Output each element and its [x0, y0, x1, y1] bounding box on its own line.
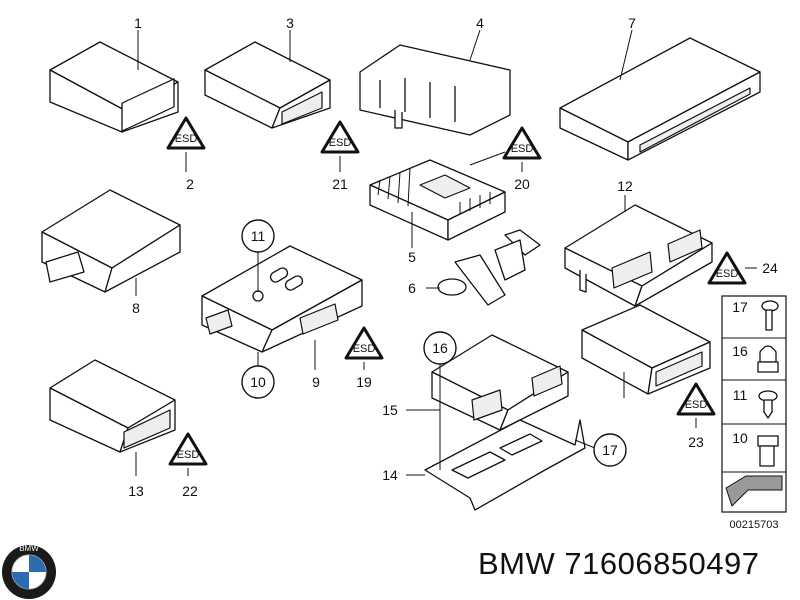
part-18-control-module [581, 304, 711, 398]
label-8: 8 [132, 300, 140, 316]
label-4: 4 [476, 15, 484, 31]
part-14-mounting-bracket [406, 360, 596, 511]
label-6: 6 [408, 280, 416, 296]
esd-icon: ESD [685, 399, 708, 411]
label-15: 15 [382, 402, 398, 418]
label-16-callout: 16 [432, 340, 448, 356]
warning-triangle-22: ESD [168, 432, 208, 476]
label-21: 21 [332, 176, 348, 192]
esd-icon: ESD [175, 133, 198, 145]
legend-item-10: 10 [732, 430, 748, 446]
callout-16 [423, 331, 457, 365]
bmw-logo: BMW [2, 544, 56, 599]
self-tapping-screw-icon [758, 390, 778, 419]
warning-triangle-19: ESD [344, 326, 384, 370]
label-12: 12 [617, 178, 633, 194]
label-14: 14 [382, 467, 398, 483]
label-13: 13 [128, 483, 144, 499]
esd-icon: ESD [177, 449, 200, 461]
bolt-icon [757, 435, 779, 467]
warning-triangle-23: ESD [676, 382, 716, 428]
part-7-body-module [559, 29, 761, 161]
part-12-control-module [564, 195, 713, 307]
part-3-control-module [204, 30, 331, 129]
legend-item-16: 16 [732, 343, 748, 359]
warning-triangle-21: ESD [320, 120, 360, 172]
esd-icon: ESD [353, 343, 376, 355]
part-4-bracket [359, 29, 511, 136]
label-9: 9 [312, 374, 320, 390]
label-3: 3 [286, 15, 294, 31]
esd-icon: ESD [511, 143, 534, 155]
arrow-icon [725, 475, 783, 507]
part-13-control-module [49, 359, 176, 476]
label-19: 19 [356, 374, 372, 390]
part-6-holder [426, 229, 541, 306]
part-1-control-module [49, 30, 179, 133]
label-23: 23 [688, 434, 704, 450]
part-9-control-module [201, 245, 363, 370]
part-15-control-module [406, 334, 569, 431]
screw-icon [761, 300, 779, 331]
callout-11 [241, 219, 275, 253]
label-20: 20 [514, 176, 530, 192]
legend-item-11: 11 [733, 387, 748, 403]
label-24: 24 [762, 260, 778, 276]
logo-letters: BMW [19, 544, 39, 553]
label-11-callout: 11 [251, 228, 266, 244]
label-1: 1 [134, 15, 142, 31]
label-17-callout: 17 [602, 442, 618, 458]
callout-10 [241, 365, 275, 399]
label-10-callout: 10 [250, 374, 266, 390]
label-22: 22 [182, 483, 198, 499]
warning-triangle-2: ESD [166, 116, 206, 172]
part-8-control-module [41, 189, 181, 296]
part-5-amplifier [369, 151, 506, 248]
warning-triangle-24: ESD [707, 251, 757, 285]
esd-icon: ESD [716, 268, 739, 280]
esd-icon: ESD [329, 137, 352, 149]
warning-triangle-20: ESD [502, 126, 542, 172]
fastener-legend: 17 16 11 10 [721, 295, 787, 513]
brand-part-number: BMW 71606850497 [478, 546, 760, 581]
label-2: 2 [186, 176, 194, 192]
callout-17 [593, 433, 627, 467]
label-7: 7 [628, 15, 636, 31]
cap-nut-icon [757, 345, 779, 373]
legend-item-17: 17 [732, 299, 748, 315]
diagram-id: 00215703 [730, 519, 779, 531]
label-5: 5 [408, 249, 416, 265]
